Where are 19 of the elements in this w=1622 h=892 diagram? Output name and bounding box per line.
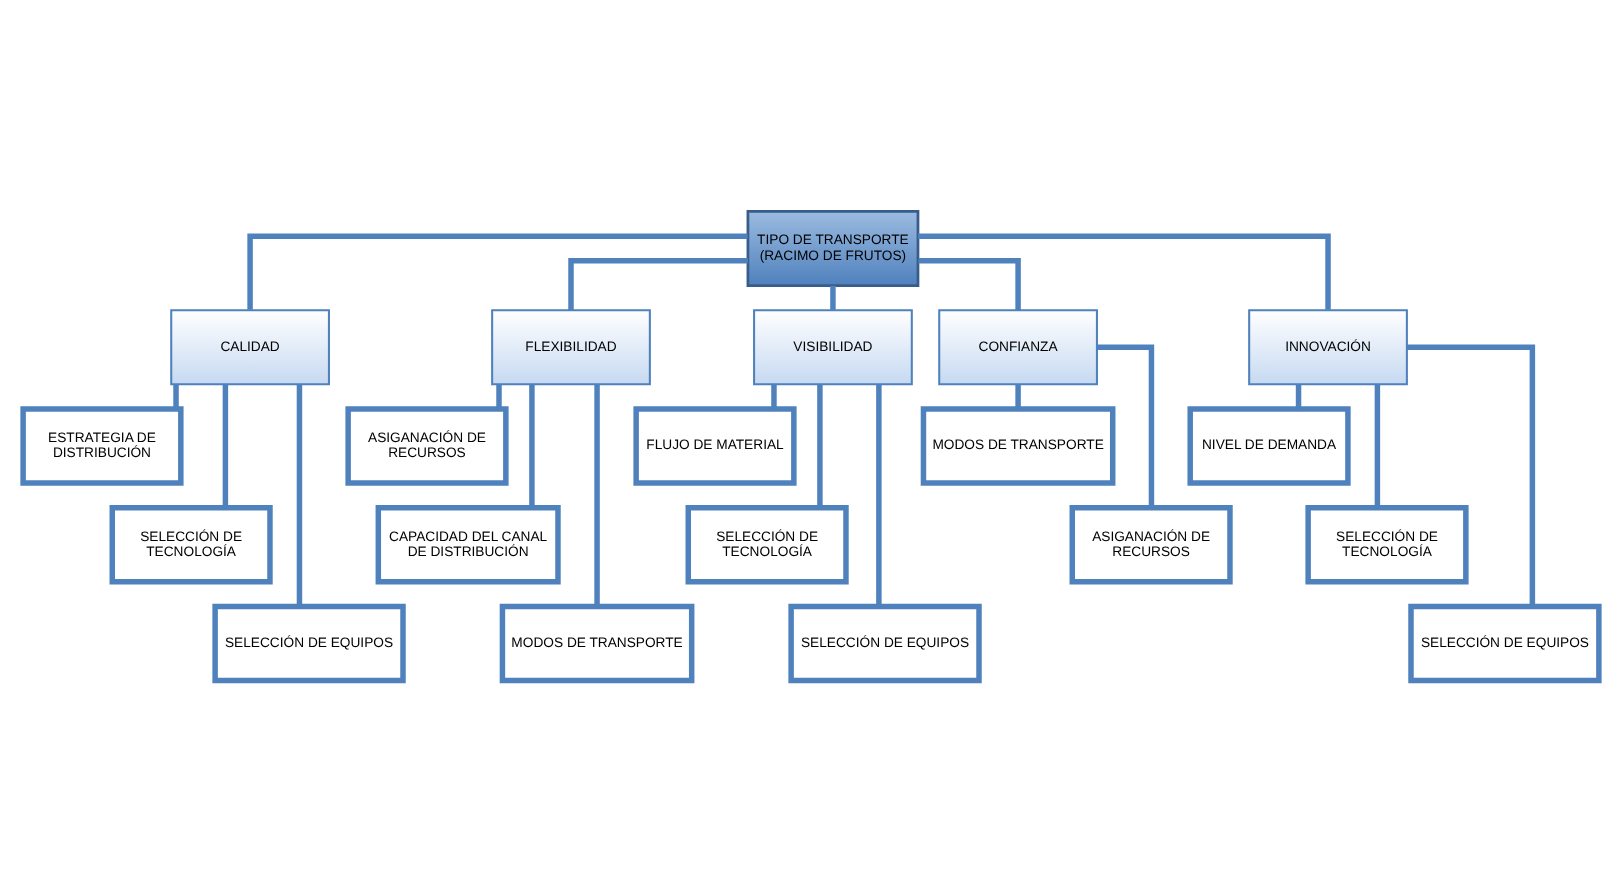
connector [1407,344,1536,606]
connector [771,384,777,409]
connector [296,384,303,607]
connector [568,258,748,311]
connector [830,285,836,310]
connector [247,233,748,310]
connector [1097,344,1155,508]
connector [918,233,1331,310]
connector [529,384,535,508]
connector [1374,384,1381,508]
connector [173,384,179,409]
connector [496,384,502,409]
connector [594,384,600,607]
connector [817,384,823,508]
connector [222,384,229,508]
connector [876,384,882,607]
connector [918,258,1021,311]
connector [1015,384,1021,409]
connector [1295,384,1302,409]
